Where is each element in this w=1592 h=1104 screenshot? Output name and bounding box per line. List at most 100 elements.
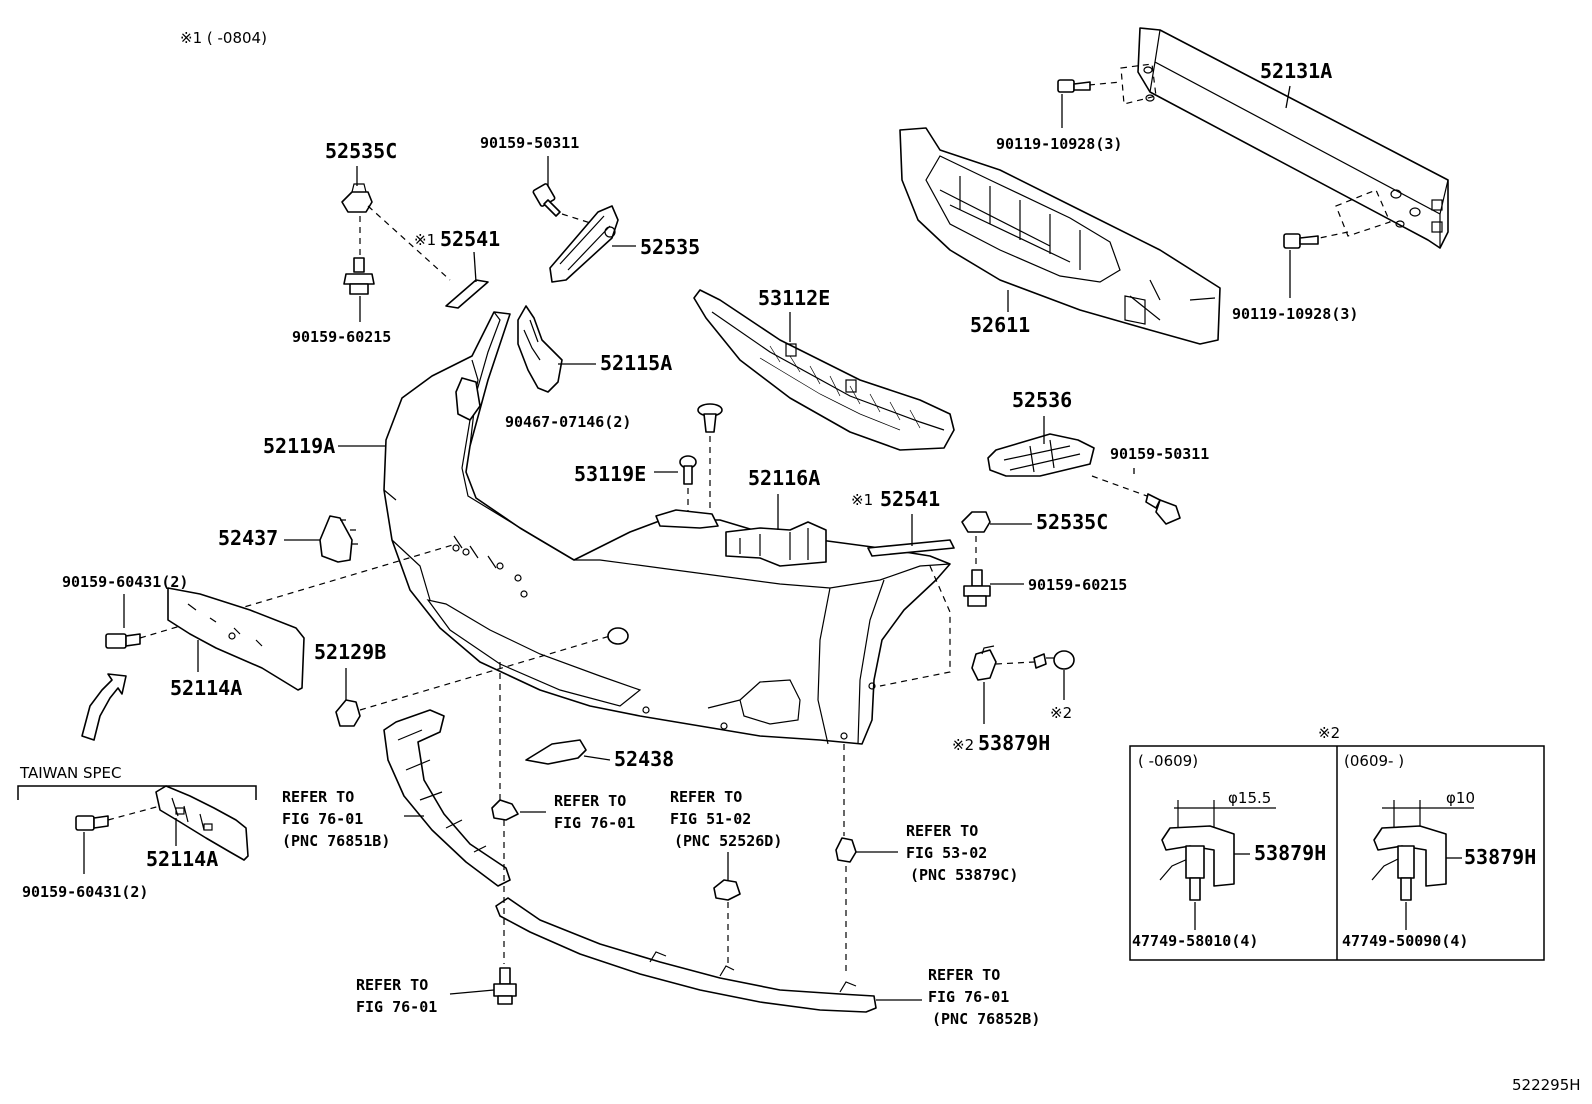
bracket-52535[interactable] bbox=[549, 205, 619, 283]
refer-left-1: REFER TO bbox=[282, 788, 354, 806]
refer-bottom-2: FIG 76-01 bbox=[356, 998, 437, 1016]
refer-fig51-1: REFER TO bbox=[670, 788, 742, 806]
label-53119e: 53119E bbox=[574, 462, 646, 486]
label-90119-right: 90119-10928(3) bbox=[1232, 305, 1358, 323]
refer-fig53-3: (PNC 53879C) bbox=[910, 866, 1018, 884]
refer-fig51-3: (PNC 52526D) bbox=[674, 832, 782, 850]
illustration-code: 522295H bbox=[1512, 1076, 1581, 1094]
label-90159-50311-right: 90159-50311 bbox=[1110, 445, 1209, 463]
label-90159-60431-taiwan: 90159-60431(2) bbox=[22, 883, 148, 901]
grommet-right[interactable] bbox=[1371, 825, 1447, 901]
label-53879h: 53879H bbox=[978, 731, 1050, 755]
seal-52541-top[interactable] bbox=[445, 279, 489, 309]
label-52535: 52535 bbox=[640, 235, 700, 259]
label-52611: 52611 bbox=[970, 313, 1030, 337]
seal-52541-mid[interactable] bbox=[867, 539, 955, 557]
grommet-left[interactable] bbox=[1159, 825, 1235, 901]
label-52437: 52437 bbox=[218, 526, 278, 550]
label-90119-top: 90119-10928(3) bbox=[996, 135, 1122, 153]
label-90159-50311-top: 90159-50311 bbox=[480, 134, 579, 152]
refer-mid-2: FIG 76-01 bbox=[554, 814, 635, 832]
bracket-strip-center[interactable] bbox=[655, 509, 719, 529]
bolt-90159-50311-right[interactable] bbox=[1145, 493, 1181, 525]
refer-mid-1: REFER TO bbox=[554, 792, 626, 810]
bolt-90119-right[interactable] bbox=[1283, 233, 1319, 249]
clip-53879h[interactable] bbox=[971, 645, 997, 681]
inset-left-part: 53879H bbox=[1254, 841, 1326, 865]
cap-52437[interactable] bbox=[319, 515, 358, 563]
bolt-90159-50311-top[interactable] bbox=[532, 183, 561, 217]
label-52541-mid: 52541 bbox=[880, 487, 940, 511]
taiwan-arrow bbox=[81, 673, 127, 741]
clip-fig53[interactable] bbox=[835, 837, 857, 863]
bolt-ref2[interactable] bbox=[1033, 650, 1075, 670]
label-52119a: 52119A bbox=[263, 434, 335, 458]
reinforcement-52131a[interactable] bbox=[1137, 27, 1449, 249]
inset-right-diameter: φ10 bbox=[1446, 789, 1475, 807]
mark-53879h: ※2 bbox=[952, 736, 974, 754]
retainer-52535c-top[interactable] bbox=[341, 183, 373, 213]
label-90159-60215-right: 90159-60215 bbox=[1028, 576, 1127, 594]
molding-76852b[interactable] bbox=[495, 897, 877, 1013]
label-52129b: 52129B bbox=[314, 640, 386, 664]
grille-53112e[interactable] bbox=[693, 289, 955, 451]
mark-52541-top: ※1 bbox=[414, 231, 436, 249]
label-53112e: 53112E bbox=[758, 286, 830, 310]
mark-ref2: ※2 bbox=[1050, 704, 1072, 722]
label-90159-60431-left: 90159-60431(2) bbox=[62, 573, 188, 591]
inset-left-period: ( -0609) bbox=[1138, 752, 1198, 770]
label-52541-top: 52541 bbox=[440, 227, 500, 251]
spoiler-76851b[interactable] bbox=[383, 709, 511, 887]
label-90467: 90467-07146(2) bbox=[505, 413, 631, 431]
refer-fig53-1: REFER TO bbox=[906, 822, 978, 840]
retainer-52535c-right[interactable] bbox=[961, 511, 991, 533]
label-52116a: 52116A bbox=[748, 466, 820, 490]
clip-refer-mid[interactable] bbox=[491, 799, 519, 821]
support-52116a[interactable] bbox=[725, 521, 827, 567]
label-52535c-top: 52535C bbox=[325, 139, 397, 163]
bolt-refer-bottom[interactable] bbox=[493, 967, 517, 1005]
bolt-90119-top[interactable] bbox=[1057, 79, 1091, 93]
clip-fig51[interactable] bbox=[713, 879, 741, 901]
cover-52438[interactable] bbox=[525, 739, 587, 765]
clip-90467[interactable] bbox=[697, 403, 723, 433]
refer-left-2: FIG 76-01 bbox=[282, 810, 363, 828]
bolt-90159-60431-left[interactable] bbox=[105, 633, 141, 649]
inset-box bbox=[1129, 745, 1545, 961]
refer-fig51-2: FIG 51-02 bbox=[670, 810, 751, 828]
inset-left-diameter: φ15.5 bbox=[1228, 789, 1271, 807]
label-52535c-right: 52535C bbox=[1036, 510, 1108, 534]
refer-fig53-2: FIG 53-02 bbox=[906, 844, 987, 862]
header-note: ※1 ( -0804) bbox=[180, 29, 267, 47]
bracket-52536[interactable] bbox=[987, 433, 1095, 477]
license-bracket-52114a-taiwan[interactable] bbox=[155, 785, 249, 861]
taiwan-spec-title: TAIWAN SPEC bbox=[19, 764, 121, 782]
refer-right-1: REFER TO bbox=[928, 966, 1000, 984]
label-90159-60215-top: 90159-60215 bbox=[292, 328, 391, 346]
bolt-90159-60215-top[interactable] bbox=[343, 257, 375, 295]
inset-title: ※2 bbox=[1318, 724, 1340, 742]
screw-53119e[interactable] bbox=[679, 455, 697, 485]
cap-52129b[interactable] bbox=[335, 699, 361, 727]
refer-left-3: (PNC 76851B) bbox=[282, 832, 390, 850]
label-52131a: 52131A bbox=[1260, 59, 1332, 83]
label-52114a-taiwan: 52114A bbox=[146, 847, 218, 871]
absorber-52611[interactable] bbox=[899, 127, 1221, 345]
bolt-90159-60215-right[interactable] bbox=[963, 569, 991, 607]
label-52536: 52536 bbox=[1012, 388, 1072, 412]
label-52438: 52438 bbox=[614, 747, 674, 771]
inset-right-part: 53879H bbox=[1464, 845, 1536, 869]
bumper-cover-52119a[interactable] bbox=[383, 311, 951, 745]
label-52114a-left: 52114A bbox=[170, 676, 242, 700]
refer-right-2: FIG 76-01 bbox=[928, 988, 1009, 1006]
label-52115a: 52115A bbox=[600, 351, 672, 375]
inset-right-period: (0609- ) bbox=[1344, 752, 1404, 770]
bracket-52115a[interactable] bbox=[517, 305, 563, 393]
license-bracket-52114a[interactable] bbox=[167, 587, 305, 691]
refer-bottom-1: REFER TO bbox=[356, 976, 428, 994]
bolt-90159-60431-taiwan[interactable] bbox=[75, 815, 109, 831]
mark-52541-mid: ※1 bbox=[851, 491, 873, 509]
inset-left-clip: 47749-58010(4) bbox=[1132, 932, 1258, 950]
